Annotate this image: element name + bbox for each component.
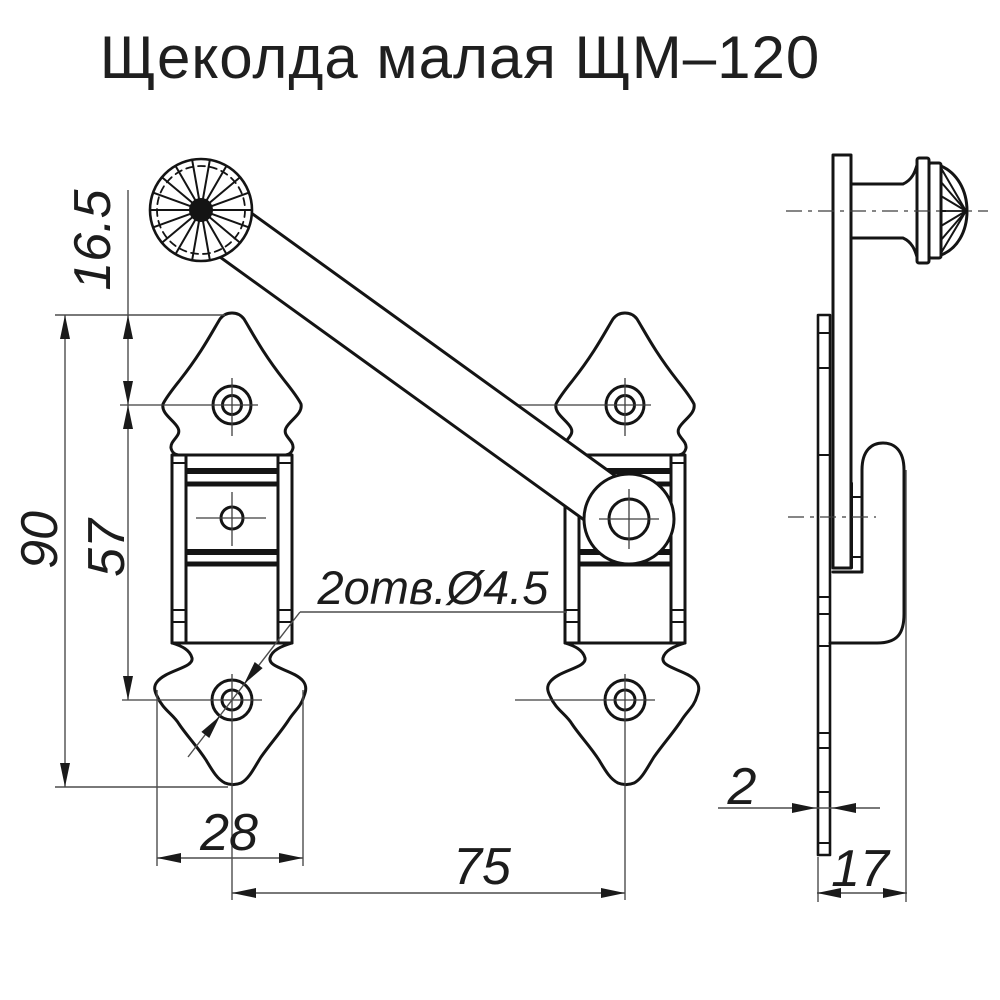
dim-16-5-label: 16.5 <box>64 188 122 290</box>
front-view <box>120 157 699 900</box>
keeper-hook <box>828 441 906 645</box>
dim-17-label: 17 <box>831 840 891 898</box>
side-arm-bar <box>831 153 853 570</box>
dim-2-label: 2 <box>727 758 757 816</box>
dimensions: 16.5 90 57 28 75 2 17 2отв.Ø4.5 <box>11 188 907 902</box>
dim-75-label: 75 <box>453 838 512 896</box>
hole-note-label: 2отв.Ø4.5 <box>317 561 550 614</box>
dim-57-label: 57 <box>78 517 136 577</box>
dim-90-label: 90 <box>11 511 69 569</box>
side-plate-strip <box>816 313 832 857</box>
knob <box>148 157 254 263</box>
knob-hub <box>189 198 213 222</box>
drawing-title: Щеколда малая ЩМ–120 <box>100 24 821 91</box>
side-plate-ticks <box>817 332 831 844</box>
side-view <box>786 153 988 857</box>
dim-28-label: 28 <box>199 804 258 862</box>
